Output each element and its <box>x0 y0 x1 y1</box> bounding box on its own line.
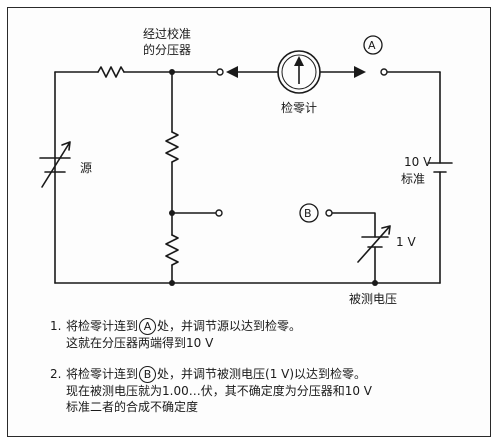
junction-bottom-right <box>372 280 378 286</box>
arrowhead-right <box>354 66 366 78</box>
terminal-a <box>380 68 388 76</box>
note-2-line3: 标准二者的合成不确定度 <box>66 400 199 414</box>
test-voltage-label: 1 V <box>396 235 416 249</box>
terminal-b-label: B <box>304 207 312 220</box>
note-1-number: 1. <box>50 319 62 333</box>
galvanometer-label: 检零计 <box>281 100 317 115</box>
label-a-circle <box>363 35 383 55</box>
arrowhead-left <box>226 66 238 78</box>
note-2-circle: B <box>139 366 157 383</box>
ref-voltage-label: 10 V <box>404 155 432 169</box>
note-1-circle: A <box>139 318 157 335</box>
terminal-divider-top <box>216 68 224 76</box>
junction-bottom-left <box>169 280 175 286</box>
note-1-line2: 这就在分压器两端得到10 V <box>66 336 214 350</box>
source-arrow <box>41 141 71 188</box>
note-2-text-a: 将检零计连到 <box>66 367 139 381</box>
note-2-line2: 现在被测电压就为1.00…伏，其不确定度为分压器和10 V <box>66 384 373 398</box>
ref-name-label: 标准 <box>401 172 425 186</box>
terminal-b <box>325 209 333 217</box>
junction-top <box>169 69 175 75</box>
terminal-a-label: A <box>368 39 376 52</box>
terminal-divider-tap <box>215 209 223 217</box>
junction-tap <box>169 210 175 216</box>
figure-frame <box>7 7 491 437</box>
source-label: 源 <box>80 161 92 175</box>
divider-label-line1: 经过校准 <box>143 26 191 41</box>
divider-resistor-lower <box>165 234 179 266</box>
wire-b-out <box>331 212 376 238</box>
note-1-text-a: 将检零计连到 <box>66 319 139 333</box>
battery-10v <box>427 162 453 173</box>
divider-resistor-upper <box>165 131 179 163</box>
note-1-text-b: 处，并调节源以达到检零。 <box>157 319 302 333</box>
battery-1v-arrow <box>357 225 391 263</box>
label-b-circle <box>299 203 319 223</box>
divider-label-line2: 的分压器 <box>143 42 191 57</box>
measured-voltage-label: 被测电压 <box>349 292 397 306</box>
source-symbol <box>39 157 71 173</box>
note-2-number: 2. <box>50 367 62 381</box>
galvanometer-needle-head <box>294 56 304 66</box>
resistor-series <box>97 66 125 78</box>
note-2-text-b: 处，并调节被测电压(1 V)以达到检零。 <box>157 367 367 381</box>
